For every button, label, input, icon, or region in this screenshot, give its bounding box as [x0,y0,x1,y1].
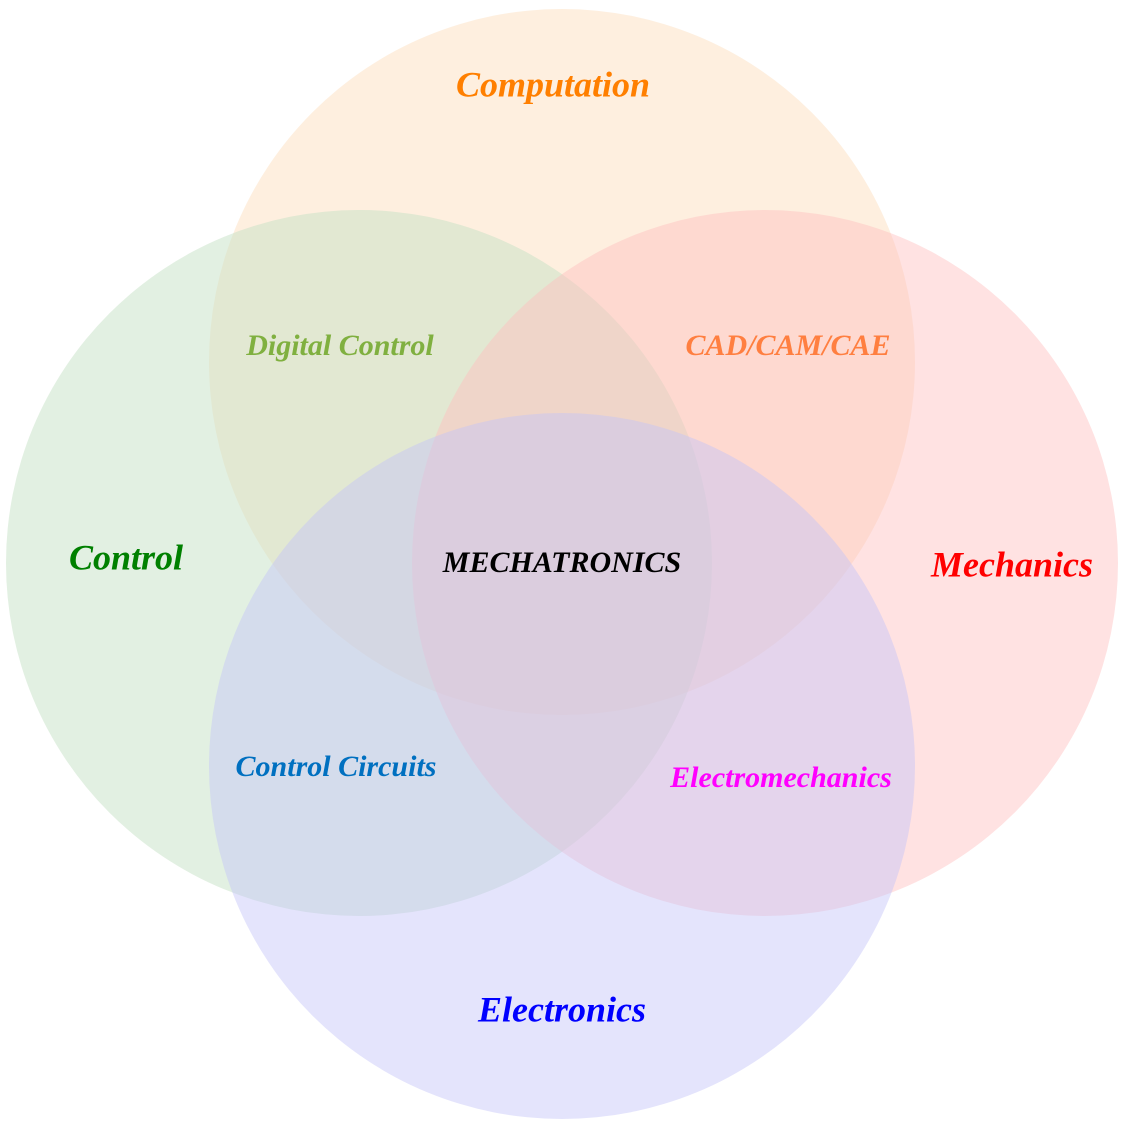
mechanics-circle [412,210,1118,916]
electromechanics-label: Electromechanics [669,761,892,794]
electronics-label: Electronics [477,989,646,1029]
digital-control-label: Digital Control [245,329,434,362]
control-circle [6,210,712,916]
cad-cam-cae-label: CAD/CAM/CAE [685,329,890,362]
control-label: Control [69,537,183,577]
control-circuits-label: Control Circuits [236,750,437,783]
venn-circles [6,9,1118,1119]
mechatronics-center-label: MECHATRONICS [442,546,681,579]
mechanics-label: Mechanics [930,544,1093,584]
electronics-circle [209,413,915,1119]
venn-labels: Computation Control Mechanics Electronic… [69,64,1093,1029]
computation-label: Computation [456,64,650,104]
